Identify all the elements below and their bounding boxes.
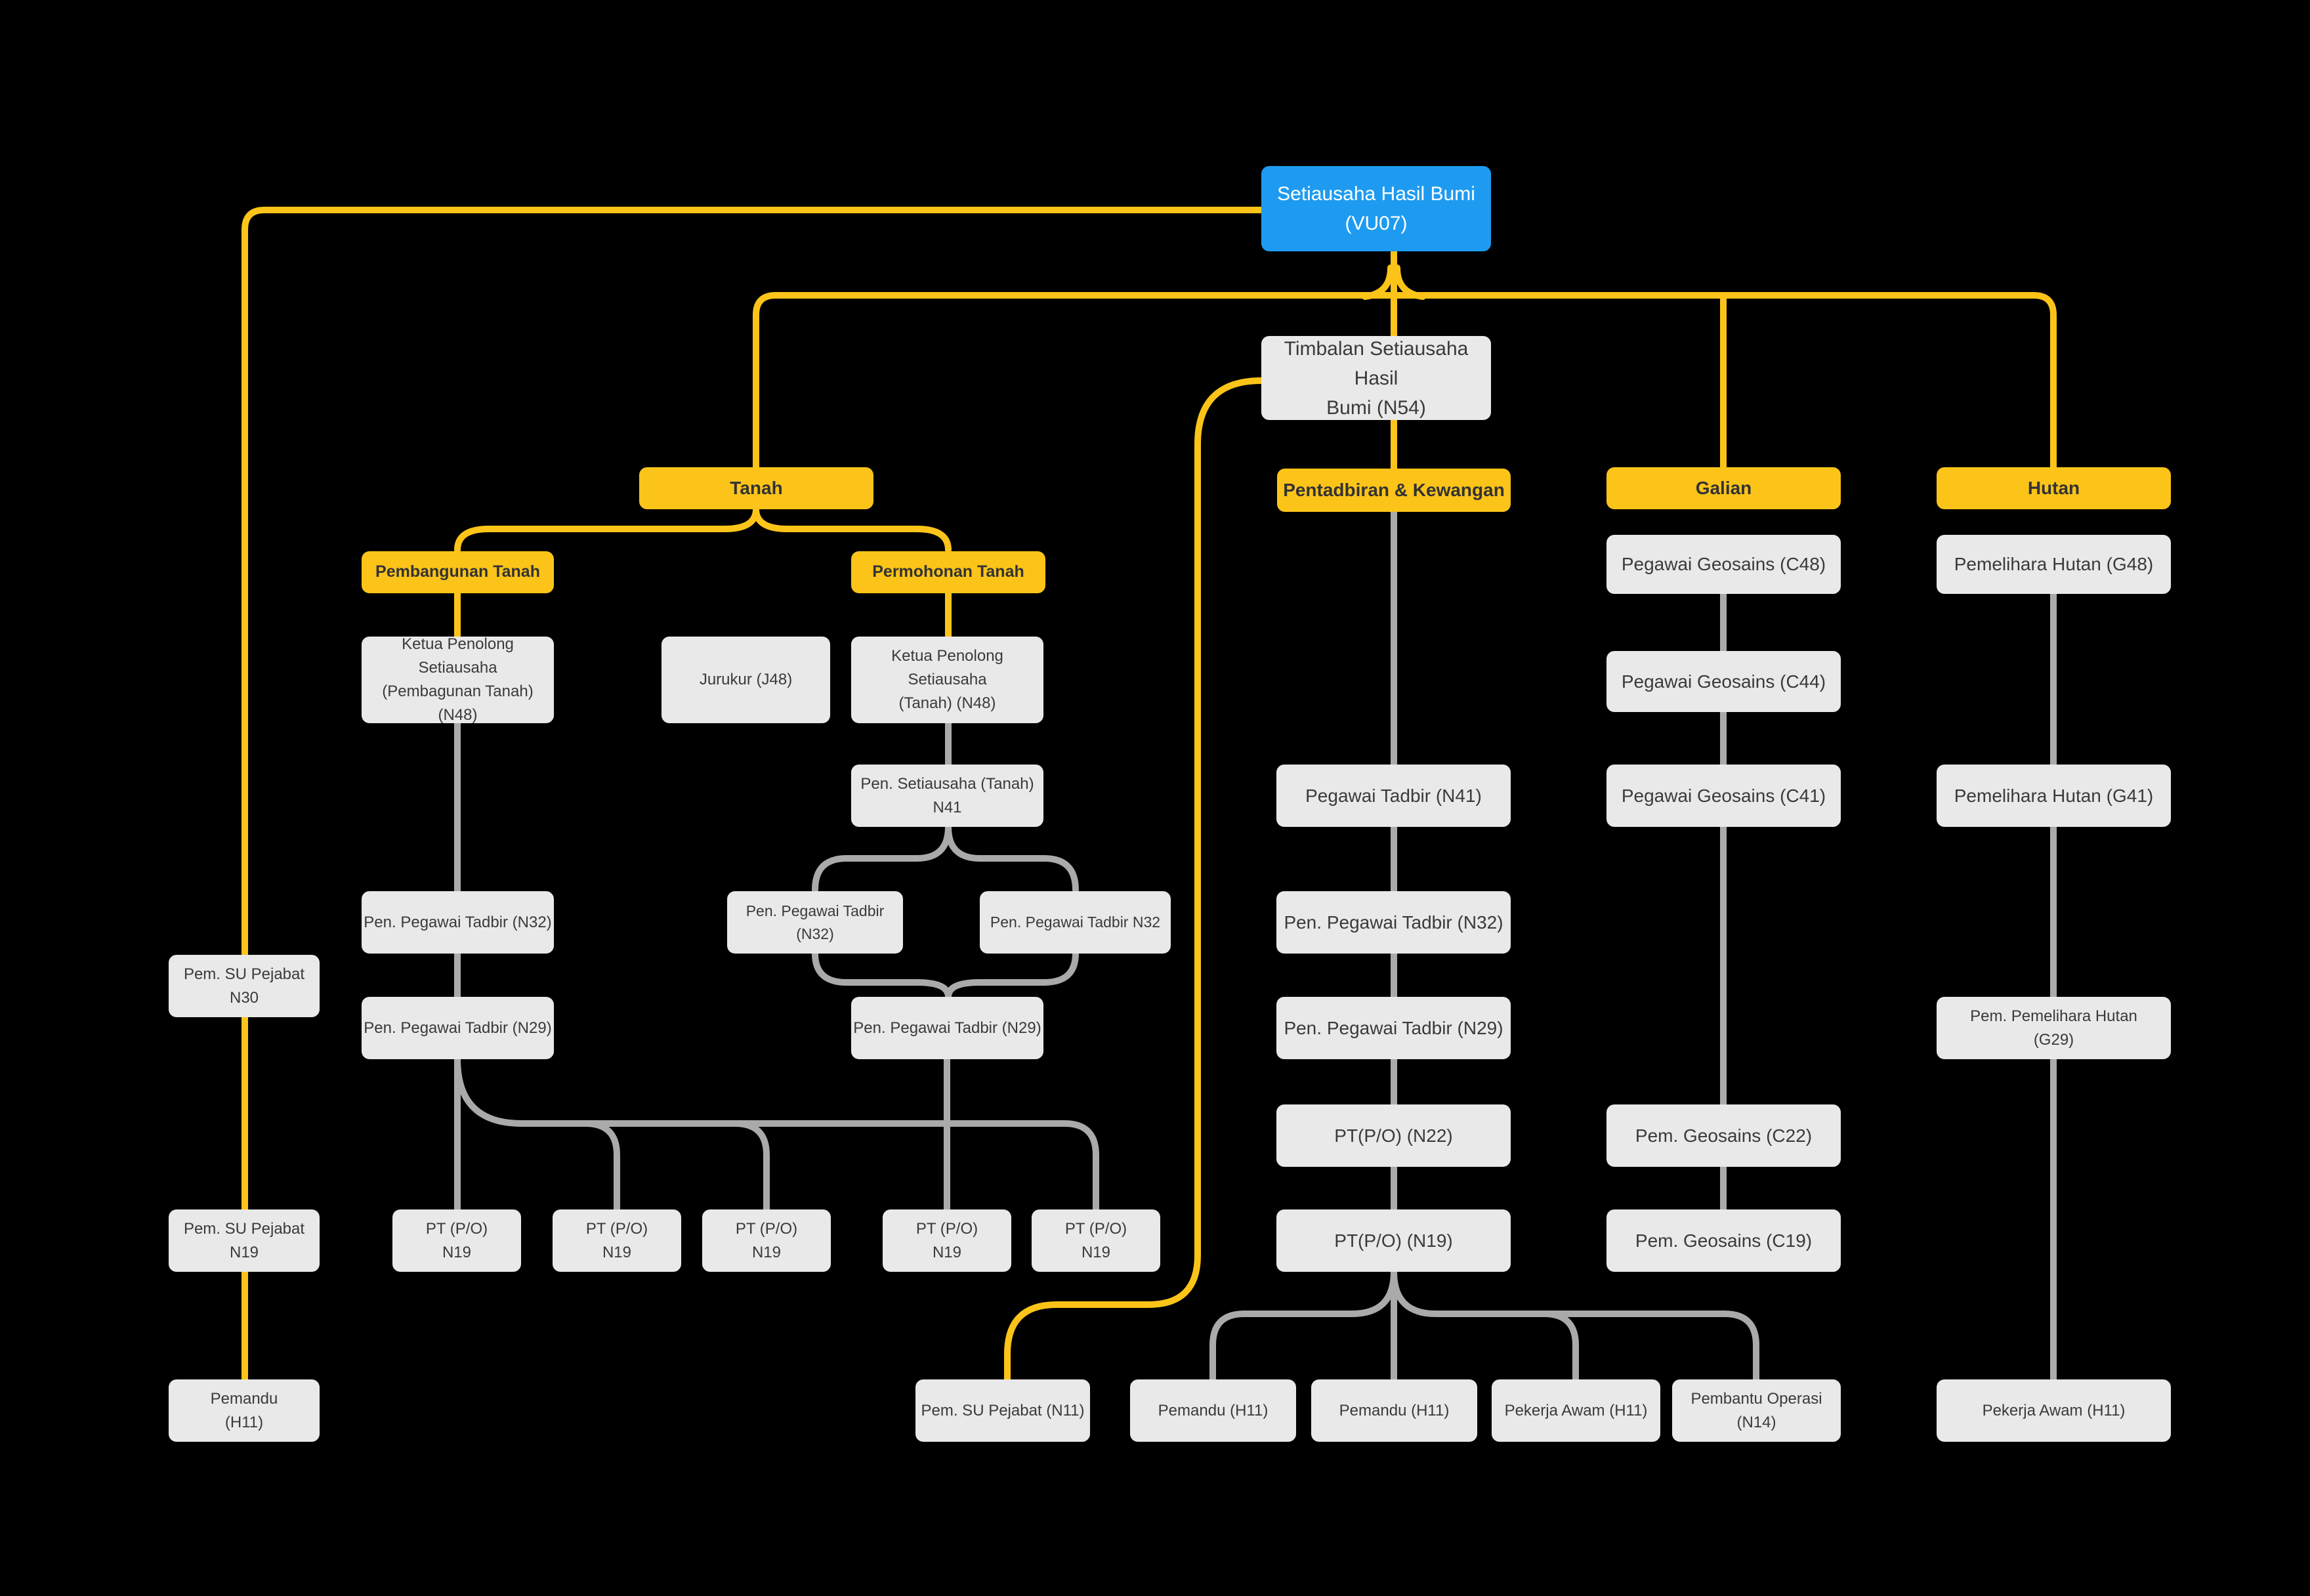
node-setiausaha-hasil-bumi: Setiausaha Hasil Bumi (VU07) xyxy=(1261,166,1491,251)
node-pemandu-h11-left: Pemandu (H11) xyxy=(169,1379,320,1442)
node-pt-po-n22: PT(P/O) (N22) xyxy=(1276,1104,1511,1167)
node-pt-po-n19-5: PT (P/O) N19 xyxy=(1032,1209,1160,1272)
node-pt-po-n19-3: PT (P/O) N19 xyxy=(702,1209,831,1272)
node-pen-pegawai-tadbir-n32-left: Pen. Pegawai Tadbir (N32) xyxy=(362,891,554,954)
node-pen-pegawai-tadbir-n29-center: Pen. Pegawai Tadbir (N29) xyxy=(851,997,1043,1059)
node-pem-geosains-c22: Pem. Geosains (C22) xyxy=(1606,1104,1841,1167)
node-ketua-penolong-tanah-n48: Ketua Penolong Setiausaha (Tanah) (N48) xyxy=(851,637,1043,723)
node-pemandu-h11-2: Pemandu (H11) xyxy=(1311,1379,1477,1442)
node-pem-geosains-c19: Pem. Geosains (C19) xyxy=(1606,1209,1841,1272)
node-pem-su-pejabat-n30: Pem. SU Pejabat N30 xyxy=(169,955,320,1017)
node-pegawai-geosains-c48: Pegawai Geosains (C48) xyxy=(1606,535,1841,594)
node-pembantu-operasi-n14: Pembantu Operasi (N14) xyxy=(1672,1379,1841,1442)
node-pekerja-awam-h11-right: Pekerja Awam (H11) xyxy=(1937,1379,2171,1442)
node-pem-su-pejabat-n11: Pem. SU Pejabat (N11) xyxy=(915,1379,1090,1442)
node-pen-pegawai-tadbir-n29-left: Pen. Pegawai Tadbir (N29) xyxy=(362,997,554,1059)
node-pen-setiausaha-tanah-n41: Pen. Setiausaha (Tanah) N41 xyxy=(851,765,1043,827)
header-permohonan-tanah: Permohonan Tanah xyxy=(851,551,1045,593)
header-tanah: Tanah xyxy=(639,467,873,509)
node-pem-su-pejabat-n19: Pem. SU Pejabat N19 xyxy=(169,1209,320,1272)
header-pentadbiran-kewangan: Pentadbiran & Kewangan xyxy=(1277,469,1511,512)
node-pen-pegawai-tadbir-n32-admin: Pen. Pegawai Tadbir (N32) xyxy=(1276,891,1511,954)
node-pegawai-geosains-c44: Pegawai Geosains (C44) xyxy=(1606,651,1841,712)
node-pemelihara-hutan-g41: Pemelihara Hutan (G41) xyxy=(1937,765,2171,827)
node-pegawai-geosains-c41: Pegawai Geosains (C41) xyxy=(1606,765,1841,827)
node-pen-pegawai-tadbir-n32-right: Pen. Pegawai Tadbir N32 xyxy=(980,891,1171,954)
node-pen-pegawai-tadbir-n29-admin: Pen. Pegawai Tadbir (N29) xyxy=(1276,997,1511,1059)
node-pemandu-h11-1: Pemandu (H11) xyxy=(1130,1379,1296,1442)
node-timbalan-setiausaha: Timbalan Setiausaha Hasil Bumi (N54) xyxy=(1261,336,1491,420)
node-jurukur-j48: Jurukur (J48) xyxy=(662,637,830,723)
node-pt-po-n19-4: PT (P/O) N19 xyxy=(883,1209,1011,1272)
node-pt-po-n19-2: PT (P/O) N19 xyxy=(553,1209,681,1272)
node-pen-pegawai-tadbir-n32-mid: Pen. Pegawai Tadbir (N32) xyxy=(727,891,903,954)
node-pegawai-tadbir-n41: Pegawai Tadbir (N41) xyxy=(1276,765,1511,827)
header-galian: Galian xyxy=(1606,467,1841,509)
header-pembangunan-tanah: Pembangunan Tanah xyxy=(362,551,554,593)
node-ketua-penolong-pembangunan-n48: Ketua Penolong Setiausaha (Pembagunan Ta… xyxy=(362,635,554,724)
node-pt-po-n19-admin: PT(P/O) (N19) xyxy=(1276,1209,1511,1272)
node-pem-pemelihara-hutan-g29: Pem. Pemelihara Hutan (G29) xyxy=(1937,997,2171,1059)
node-pemelihara-hutan-g48: Pemelihara Hutan (G48) xyxy=(1937,535,2171,594)
node-pekerja-awam-h11-center: Pekerja Awam (H11) xyxy=(1492,1379,1660,1442)
node-pt-po-n19-1: PT (P/O) N19 xyxy=(392,1209,521,1272)
header-hutan: Hutan xyxy=(1937,467,2171,509)
